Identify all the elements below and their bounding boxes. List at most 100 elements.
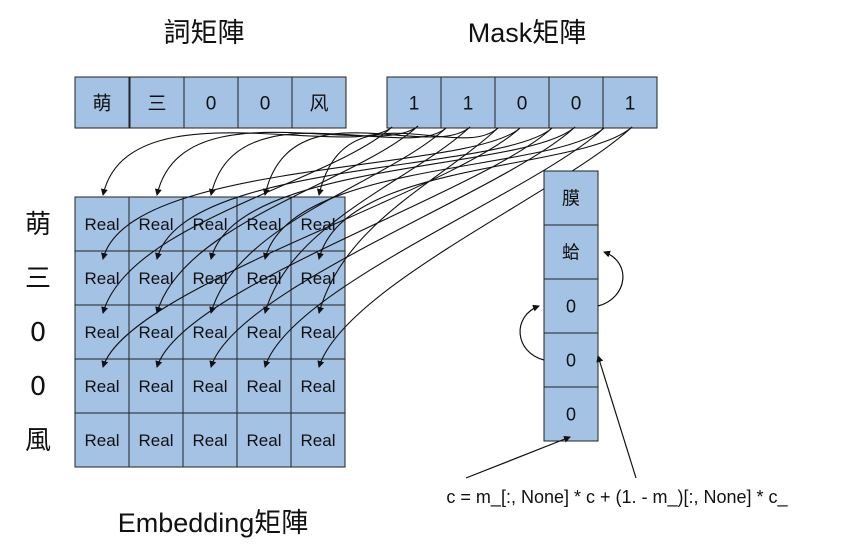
embedding-cell-r3-c2-label: Real [139,323,174,342]
embedding-cell-r1-c2-box [128,196,184,252]
word-cell-4-label: 0 [260,93,271,114]
column-cell-3: 0 [543,278,599,334]
mask-matrix-title: Mask矩陣 [468,18,587,48]
row-label-5: 風 [25,426,51,456]
embedding-cell-r5-c2-label: Real [139,431,174,450]
mask-curve-5 [316,127,499,196]
word-cell-4: 0 [237,76,293,129]
embedding-cell-r5-c5-label: Real [301,431,336,450]
embedding-cell-r4-c2: Real [128,358,184,414]
column-cell-3-label: 0 [566,296,576,316]
embedding-cell-r5-c4-label: Real [247,431,282,450]
mask-cell-5-label: 1 [625,93,636,114]
embedding-cell-r5-c3-box [182,412,238,468]
word-cell-2-box [129,76,185,129]
mask-cell-3: 0 [494,76,550,129]
column-cell-4-box [543,332,599,388]
column-cell-2: 蛤 [543,224,599,280]
embedding-cell-r1-c1-label: Real [85,215,120,234]
embedding-cell-r4-c1: Real [74,358,130,414]
row-label-4: 0 [30,372,47,402]
mask-curve-13 [209,127,447,314]
embedding-cell-r3-c2: Real [128,304,184,360]
mask-cell-1: 1 [386,76,442,129]
mask-cell-5-box [602,76,658,129]
word-cell-2-label: 三 [147,93,166,114]
embedding-cell-r2-c3-label: Real [193,269,228,288]
embedding-cell-r3-c4-box [236,304,292,360]
column-cell-1: 膜 [543,170,599,226]
column-cell-2-label: 蛤 [562,242,580,262]
word-cell-3: 0 [183,76,239,129]
embedding-cell-r5-c4: Real [236,412,292,468]
column-loops [519,250,624,361]
embedding-cell-r4-c2-label: Real [139,377,174,396]
row-label-1: 萌 [25,210,51,240]
mask-curve-1 [100,126,393,196]
embedding-cell-r5-c3: Real [182,412,238,468]
embedding-cell-r5-c1-box [74,412,130,468]
embedding-cell-r2-c1-label: Real [85,269,120,288]
word-cell-5-box [291,76,347,129]
column-cell-5-box [543,386,599,442]
embedding-cell-r1-c3-box [182,196,238,252]
mask-cell-2-label: 1 [463,93,474,114]
word-cell-1: 萌 [74,76,130,129]
formula-pointers [465,355,637,479]
update-formula: c = m_[:, None] * c + (1. - m_)[:, None]… [446,487,788,508]
embedding-cell-r2-c5-label: Real [301,269,336,288]
embedding-cell-r2-c3: Real [182,250,238,306]
column-cell-4-label: 0 [566,350,576,370]
mask-curves [100,125,633,368]
mask-curve-15 [317,127,499,314]
embedding-cell-r5-c2: Real [128,412,184,468]
embedding-cell-r5-c2-box [128,412,184,468]
embedding-cell-r4-c4-label: Real [247,377,282,396]
mask-curve-16 [101,127,521,368]
column-stack: 膜蛤 0 0 0 [543,170,599,442]
embedding-cell-r4-c5: Real [290,358,346,414]
mask-curve-19 [263,127,605,368]
embedding-cell-r1-c5-label: Real [301,215,336,234]
mask-curve-6 [101,127,521,260]
column-cell-3-box [543,278,599,334]
row-label-3: 0 [30,318,47,348]
word-cell-3-label: 0 [206,93,217,114]
mask-curve-4 [262,126,471,196]
embedding-cell-r5-c5: Real [290,412,346,468]
word-cell-5: 风 [291,76,347,129]
embedding-cell-r5-c4-box [236,412,292,468]
mask-curve-11 [101,126,393,314]
mask-cell-4: 0 [548,76,604,129]
column-cell-5: 0 [543,386,599,442]
embedding-cell-r2-c1: Real [74,250,130,306]
embedding-cell-r3-c5: Real [290,304,346,360]
mask-cell-3-box [494,76,550,129]
column-cell-2-box [543,224,599,280]
mask-cell-4-box [548,76,604,129]
embedding-cell-r3-c4-label: Real [247,323,282,342]
mask-cell-4-label: 0 [571,93,582,114]
formula-pointer-left [465,435,571,479]
column-cell-4: 0 [543,332,599,388]
mask-cell-2: 1 [440,76,496,129]
loop-arrow-right [597,250,624,307]
embedding-cell-r4-c3-label: Real [193,377,228,396]
embedding-cell-r5-c1: Real [74,412,130,468]
embedding-cell-r4-c3: Real [182,358,238,414]
word-cell-5-label: 风 [309,93,328,114]
embedding-cell-r1-c3: Real [182,196,238,252]
embedding-cell-r3-c3-label: Real [193,323,228,342]
embedding-cell-r4-c5-label: Real [301,377,336,396]
embedding-cell-r1-c4: Real [236,196,292,252]
word-matrix-title: 詞矩陣 [164,18,245,48]
mask-curve-17 [155,127,553,368]
column-cell-1-label: 膜 [562,188,580,208]
embedding-cell-r1-c4-label: Real [247,215,282,234]
embedding-cell-r4-c4: Real [236,358,292,414]
embedding-cell-r1-c5: Real [290,196,346,252]
embedding-cell-r3-c1: Real [74,304,130,360]
